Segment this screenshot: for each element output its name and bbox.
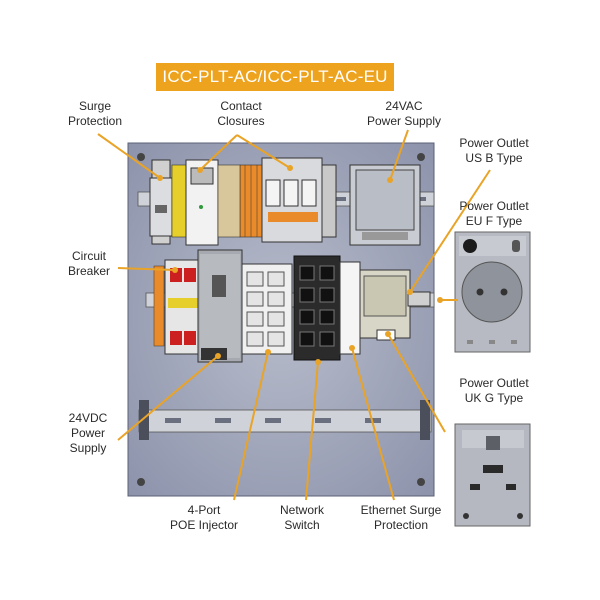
label-ethernet-surge-protection: Ethernet Surge Protection [346,503,456,533]
relay-modules [261,157,337,243]
label-network-switch: Network Switch [262,503,342,533]
dc-power-supply [197,249,243,363]
rail-outlet [359,269,431,341]
label-network-switch-text: Network Switch [279,503,324,532]
label-poe-injector: 4-Port POE Injector [158,503,250,533]
label-24vdc-text: 24VDC Power Supply [68,411,108,455]
label-outlet-eu-f-text: Power Outlet EU F Type [459,199,529,228]
label-surge-protection: Surge Protection [55,99,135,129]
surge-protection-module [149,159,173,245]
label-24vac-power-supply: 24VAC Power Supply [358,99,450,129]
label-surge-protection-text: Surge Protection [67,99,123,128]
leader-lines [97,129,491,501]
ac-power-supply [349,164,421,246]
contact-closure-module [185,159,241,246]
din-rail-bottom [138,400,432,440]
circuit-breaker [153,259,202,355]
ethernet-surge-protector [339,261,361,355]
outlet-uk-g-image [454,423,531,527]
label-contact-closures-text: Contact Closures [217,99,265,128]
label-poe-injector-text: 4-Port POE Injector [169,503,239,532]
label-outlet-uk-g: Power Outlet UK G Type [448,376,540,406]
label-24vdc-power-supply: 24VDC Power Supply [50,411,126,456]
terminal-blocks-left [171,164,263,238]
label-outlet-us-b-text: Power Outlet US B Type [459,136,529,165]
label-24vac-text: 24VAC Power Supply [366,99,442,128]
label-circuit-breaker: Circuit Breaker [56,249,122,279]
label-circuit-breaker-text: Circuit Breaker [67,249,111,278]
label-outlet-uk-g-text: Power Outlet UK G Type [459,376,529,405]
label-contact-closures: Contact Closures [198,99,284,129]
title-banner: ICC-PLT-AC/ICC-PLT-AC-EU [156,63,394,91]
poe-injector [241,263,293,355]
outlet-eu-f-image [454,231,531,353]
label-outlet-us-b: Power Outlet US B Type [448,136,540,166]
network-switch [293,255,341,361]
label-outlet-eu-f: Power Outlet EU F Type [448,199,540,229]
label-ethernet-surge-text: Ethernet Surge Protection [360,503,442,532]
